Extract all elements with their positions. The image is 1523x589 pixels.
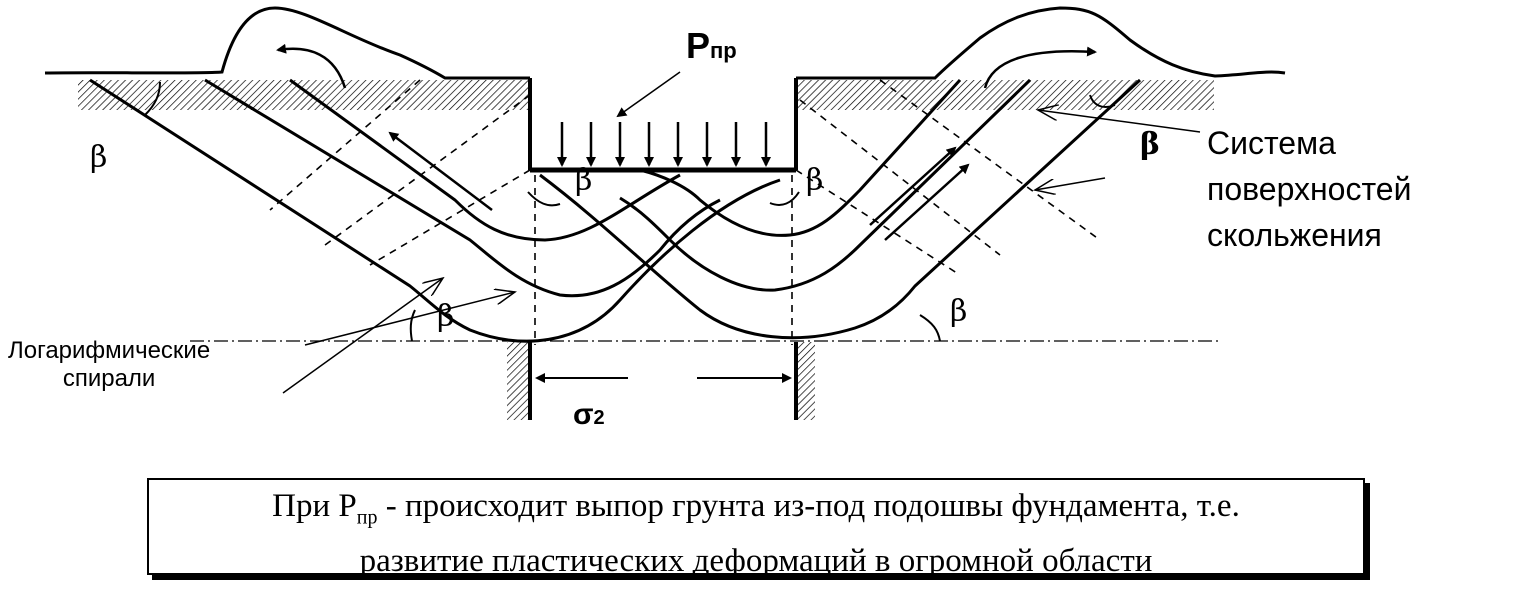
log-spirals-label-line2: спирали bbox=[62, 365, 156, 392]
log-spirals-label-line1: Логарифмические bbox=[8, 337, 211, 364]
caption-line1: При Рпр - происходит выпор грунта из-под… bbox=[149, 485, 1363, 540]
stress-label-main: σ bbox=[573, 398, 594, 431]
beta-label-top-right: β bbox=[1140, 127, 1160, 162]
stress-label-sub: 2 bbox=[593, 407, 605, 429]
stress-label: σ2 bbox=[573, 400, 605, 430]
beta-label-top-left: β bbox=[90, 140, 108, 175]
ground-surface-left bbox=[44, 6, 530, 80]
caption-p-sub: пр bbox=[356, 506, 378, 529]
beta-label-base-left: β bbox=[575, 163, 593, 198]
slip-surfaces-label-line3: скольжения bbox=[1207, 217, 1382, 253]
ground-surface-right bbox=[796, 6, 1286, 80]
angle-arcs bbox=[144, 81, 1116, 342]
log-spirals-label: Логарифмические спирали bbox=[8, 337, 210, 393]
movement-arrows bbox=[276, 43, 1097, 241]
load-label-main: P bbox=[686, 25, 711, 66]
load-label: Pпр bbox=[686, 28, 737, 64]
caption-box: При Рпр - происходит выпор грунта из-под… bbox=[147, 478, 1365, 579]
wall-hatch-right bbox=[797, 342, 815, 420]
slip-surfaces bbox=[89, 78, 1142, 343]
caption-line1-rest: - происходит выпор грунта из-под подошвы… bbox=[377, 488, 1240, 524]
load-arrows bbox=[557, 122, 771, 167]
beta-label-spiral-right: β bbox=[950, 294, 968, 329]
annotation-pointers bbox=[282, 110, 1201, 394]
wall-hatch-left bbox=[507, 342, 529, 420]
construction-lines bbox=[269, 79, 1101, 345]
beta-label-spiral-left: β bbox=[437, 299, 455, 334]
load-pointer bbox=[616, 71, 681, 118]
caption-p-main: При Р bbox=[272, 488, 357, 524]
beta-label-base-right: β bbox=[806, 163, 824, 198]
soil-hatch-left bbox=[78, 80, 530, 110]
slip-surfaces-label-line2: поверхностей bbox=[1207, 171, 1412, 207]
slip-surfaces-label-line1: Система bbox=[1207, 125, 1336, 161]
load-label-sub: пр bbox=[710, 38, 737, 63]
slip-surfaces-label: Система поверхностей скольжения bbox=[1207, 120, 1411, 258]
caption-line2: развитие пластических деформаций в огром… bbox=[359, 542, 1153, 579]
